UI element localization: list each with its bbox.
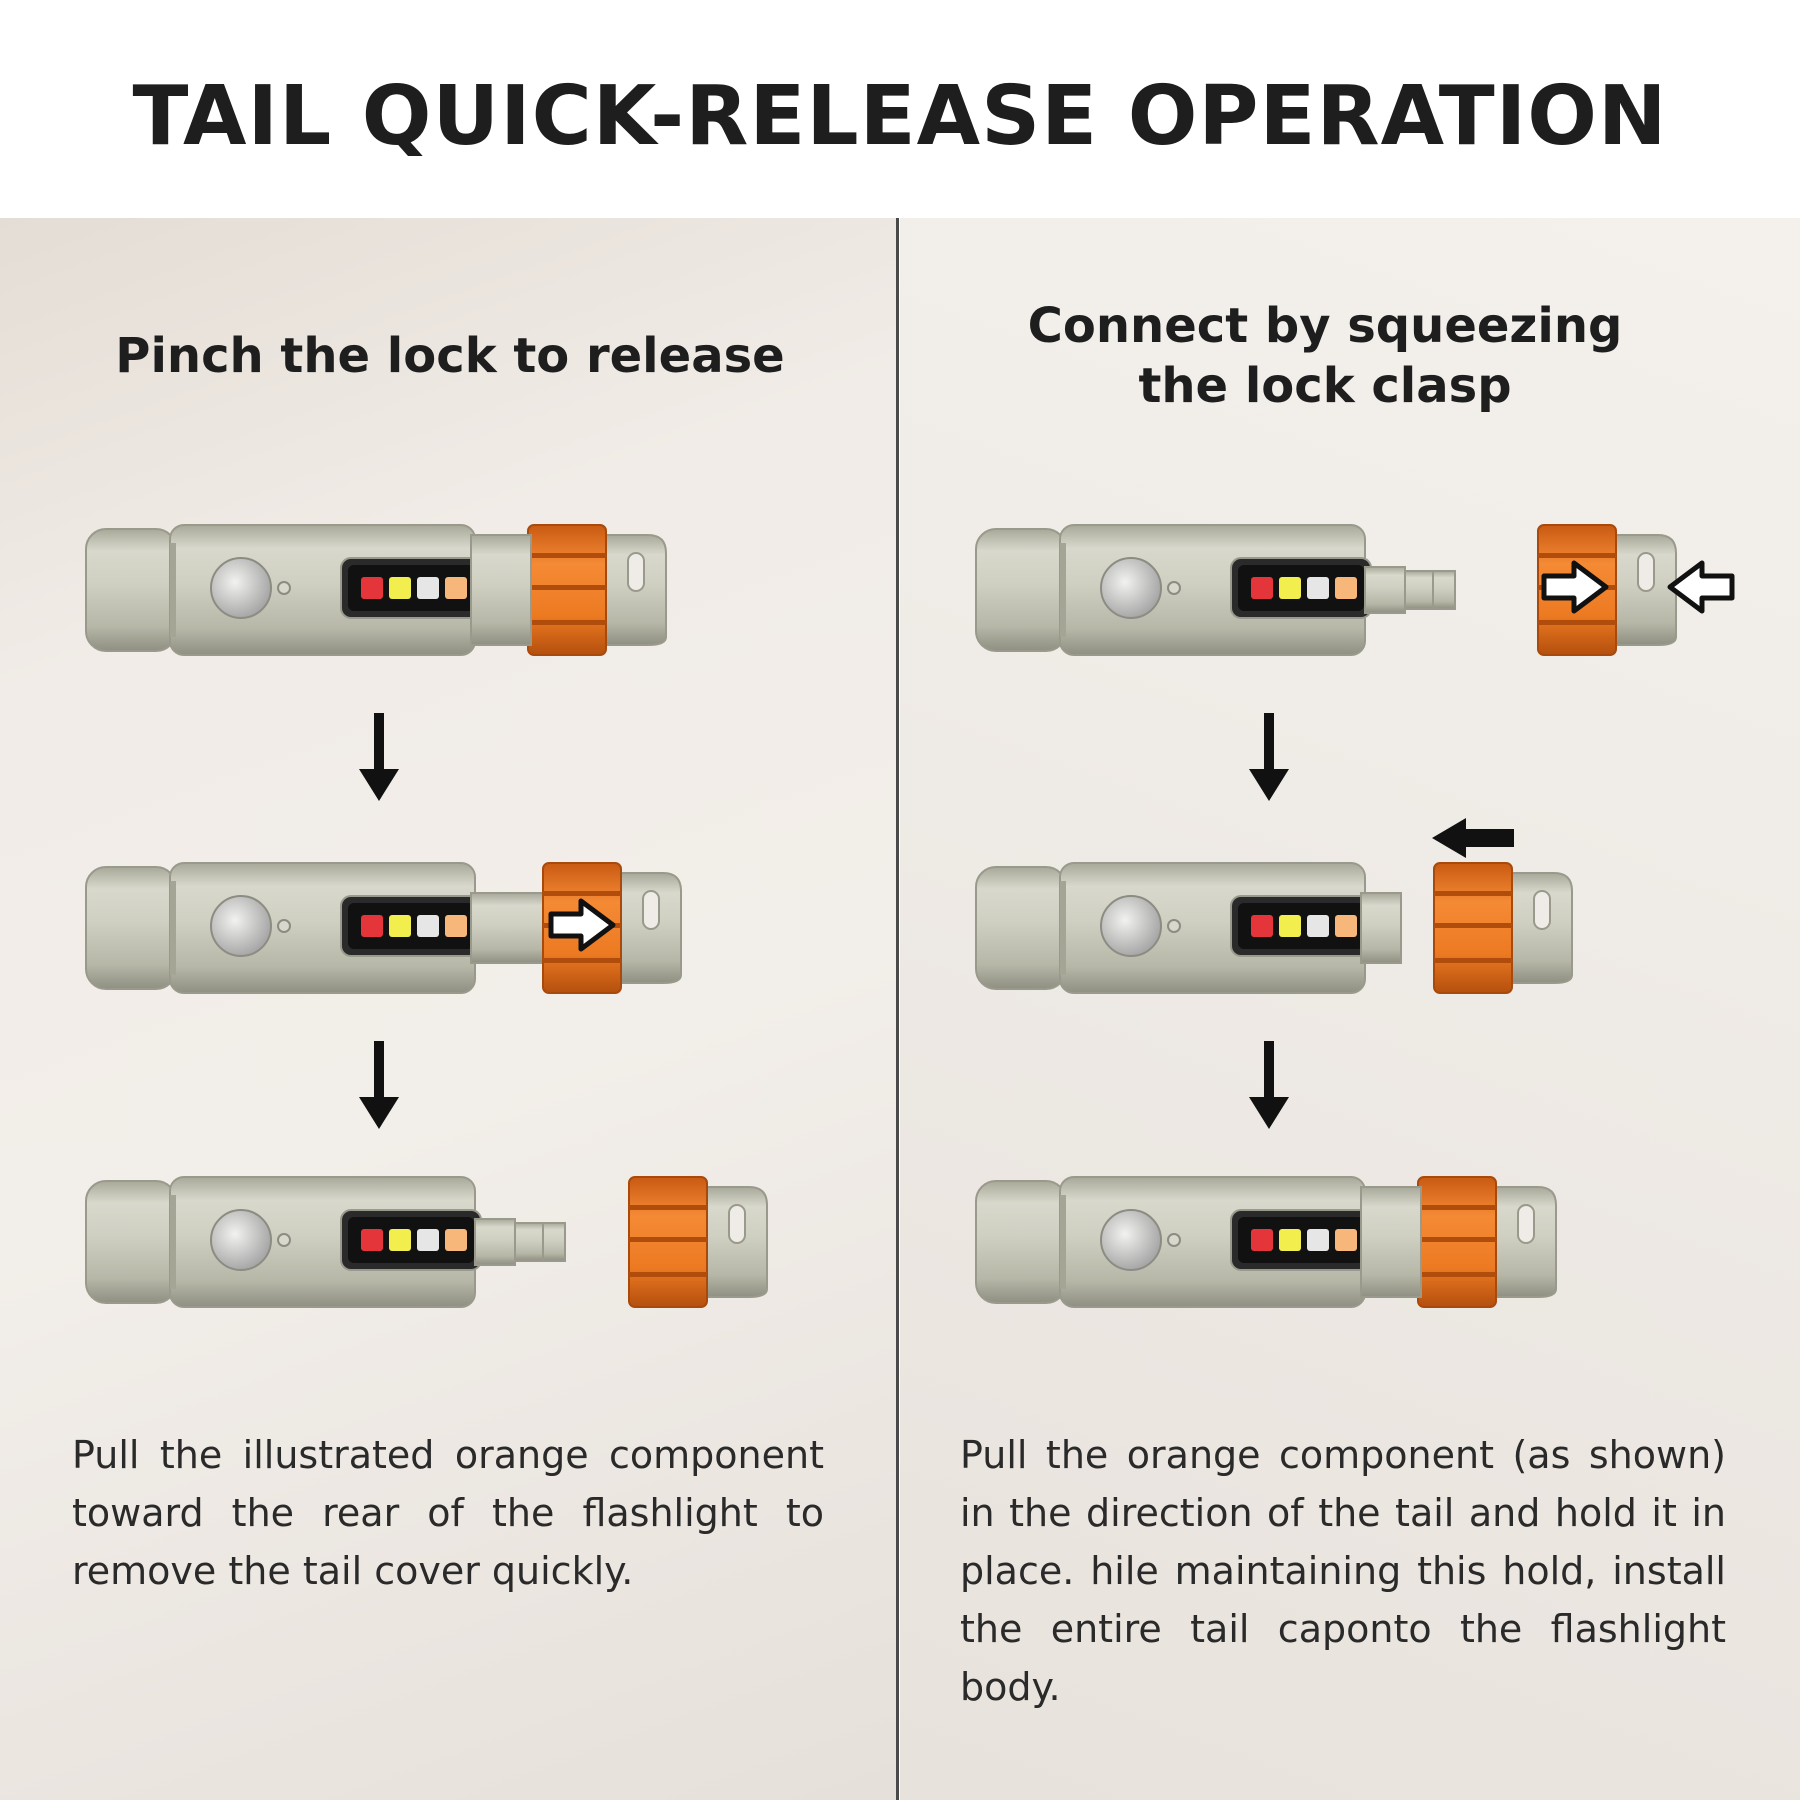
- right-panel: [900, 218, 1800, 1800]
- left-heading: Pinch the lock to release: [115, 328, 785, 384]
- right-flashlight-2: [975, 862, 1573, 994]
- left-flashlight-2: [85, 862, 682, 994]
- right-down-arrow-2-icon: [1249, 1041, 1289, 1129]
- right-flashlight-1: [975, 524, 1732, 656]
- page-title: TAIL QUICK-RELEASE OPERATION: [132, 69, 1668, 164]
- right-heading: Connect by squeezing the lock clasp: [1027, 298, 1623, 414]
- left-solid-arrow-icon: [1432, 818, 1514, 858]
- left-down-arrow-2-icon: [359, 1041, 399, 1129]
- left-down-arrow-1-icon: [359, 713, 399, 801]
- left-flashlight-1: [85, 524, 667, 656]
- right-flashlight-3: [975, 1176, 1557, 1308]
- left-outline-arrow-icon: [1670, 563, 1732, 611]
- panel-divider: [896, 218, 899, 1800]
- left-flashlight-3: [85, 1176, 768, 1308]
- right-down-arrow-1-icon: [1249, 713, 1289, 801]
- header: TAIL QUICK-RELEASE OPERATION: [0, 0, 1800, 218]
- left-description: Pull the illustrated orange component to…: [72, 1433, 824, 1593]
- left-panel: [0, 218, 897, 1800]
- right-description: Pull the orange component (as shown) in …: [960, 1433, 1726, 1709]
